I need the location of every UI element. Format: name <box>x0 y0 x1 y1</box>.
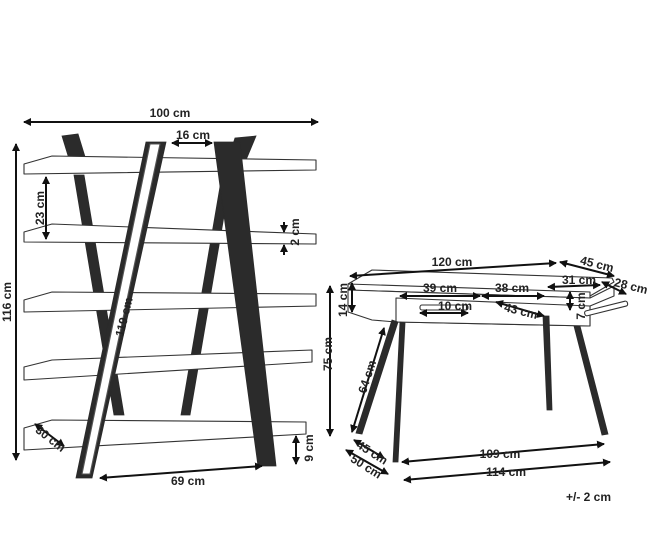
label-desk-drawer-left: 39 cm <box>423 281 457 295</box>
tolerance-note: +/- 2 cm <box>566 490 612 504</box>
label-shelf-height: 116 cm <box>0 282 14 322</box>
dim-desk-drawer-right <box>547 281 601 291</box>
label-desk-footprint-width: 114 cm <box>486 465 526 479</box>
desk-leg-back-right <box>542 315 553 411</box>
label-desk-width: 120 cm <box>432 255 473 269</box>
shelf-dimensions: 100 cm 116 cm 16 cm 23 cm 2 cm 119 cm 30… <box>0 106 319 488</box>
label-shelf-width: 100 cm <box>150 106 191 120</box>
desk-leg-front-right <box>573 325 609 436</box>
label-desk-leg-span-width: 109 cm <box>480 447 521 461</box>
desk-handle-right <box>584 300 629 317</box>
dim-desk-footprint-width <box>403 458 611 484</box>
label-desk-apron-height: 14 cm <box>336 283 350 317</box>
dim-shelf-base-width <box>99 462 263 482</box>
label-desk-height: 75 cm <box>321 337 335 371</box>
ladder-shelf-drawing <box>23 133 317 479</box>
dim-desk-drawer-depth <box>601 281 627 295</box>
label-desk-handle-length: 10 cm <box>438 299 472 313</box>
label-shelf-thickness: 2 cm <box>288 218 302 245</box>
dim-shelf-depth <box>34 423 65 447</box>
dim-desk-depth <box>559 259 615 279</box>
shelf-front-leg-right <box>213 141 277 467</box>
label-shelf-top-gap: 16 cm <box>176 128 210 142</box>
label-desk-drawer-middle: 38 cm <box>495 281 529 295</box>
shelf-boards <box>23 155 317 451</box>
label-desk-drawer-height: 7 cm <box>574 292 588 319</box>
label-desk-drawer-depth: 28 cm <box>613 275 649 297</box>
label-shelf-spacing: 23 cm <box>33 191 47 225</box>
dim-desk-drawer-inner-depth <box>495 300 545 318</box>
label-shelf-bottom-clearance: 9 cm <box>302 434 316 461</box>
label-shelf-base-width: 69 cm <box>171 474 205 488</box>
dim-desk-leg-height <box>350 327 386 433</box>
desk-leg-back-left <box>392 321 406 463</box>
label-desk-drawer-right: 31 cm <box>562 273 596 287</box>
dim-desk-width <box>349 259 557 280</box>
dim-desk-footprint-depth <box>345 449 389 475</box>
